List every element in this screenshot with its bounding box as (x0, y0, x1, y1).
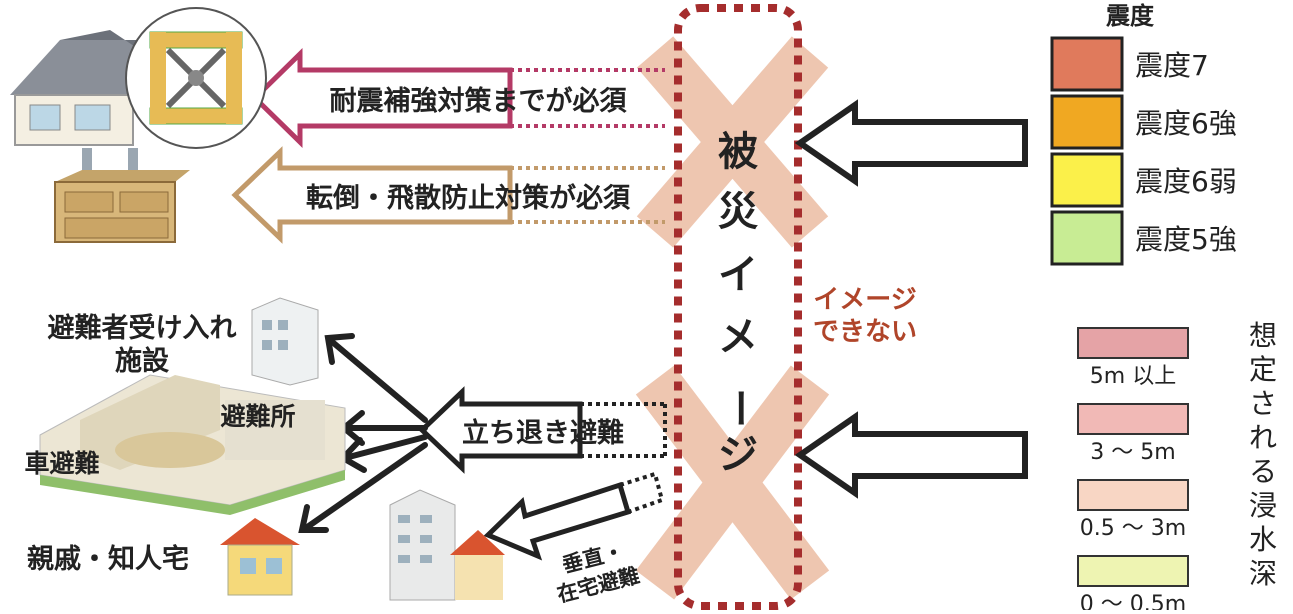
facility-label-line1: 避難者受け入れ (48, 312, 237, 344)
flood-label-3: 0 ～ 0.5m (1080, 592, 1186, 610)
cannot-imagine-line1: イメージ (813, 285, 916, 315)
flood-title-char-1: 定 (1249, 353, 1277, 386)
flood-title-char-7: 深 (1249, 557, 1277, 590)
facility-building-illustration (251, 297, 319, 386)
shelter-label: 避難所 (220, 402, 295, 431)
intensity-label-2: 震度6弱 (1135, 165, 1237, 198)
flood-title-char-6: 水 (1249, 523, 1277, 556)
lower-cross-mark (635, 365, 830, 600)
flood-title-char-4: る (1249, 455, 1277, 488)
evacuation-label: 立ち退き避難 (462, 417, 624, 449)
school-shelter-illustration (39, 374, 346, 515)
intensity-label-3: 震度5強 (1135, 223, 1237, 256)
intensity-swatch-3 (1050, 210, 1124, 266)
evacuation-arrow (418, 386, 667, 474)
flood-label-1: 3 ～ 5m (1090, 440, 1175, 465)
seismic-measure-label: 耐震補強対策までが必須 (330, 85, 628, 117)
facility-label-line2: 施設 (115, 345, 170, 377)
relatives-house-label: 親戚・知人宅 (27, 543, 189, 575)
flood-title-char-0: 想 (1249, 319, 1277, 352)
intensity-swatch-1 (1050, 94, 1124, 150)
cabinet-illustration (54, 148, 190, 243)
flood-label-2: 0.5 ～ 3m (1080, 516, 1186, 541)
flood-swatch-0 (1077, 327, 1189, 359)
damage-image-frame (674, 4, 802, 610)
apartment-illustration (389, 489, 505, 601)
house-illustration (10, 30, 150, 146)
flood-title-char-5: 浸 (1249, 489, 1277, 522)
flood-title-char-3: れ (1249, 421, 1277, 454)
intensity-legend-title: 震度 (1106, 2, 1155, 30)
flood-title-char-2: さ (1249, 387, 1277, 420)
flood-label-0: 5m 以上 (1090, 364, 1176, 389)
vertical-evacuation-arrow (483, 471, 665, 561)
flood-big-arrow (794, 411, 1028, 499)
damage-char-2: 災 (718, 189, 758, 235)
flood-swatch-3 (1077, 555, 1189, 587)
intensity-label-1: 震度6強 (1135, 107, 1237, 140)
damage-char-1: 被 (718, 129, 758, 175)
damage-char-5: ー (716, 388, 762, 428)
furniture-arrow (231, 146, 665, 244)
cannot-imagine-line2: できない (813, 317, 917, 347)
intensity-big-arrow (794, 99, 1028, 187)
damage-image-text: 被 災 イ メ ー ジ (716, 129, 762, 478)
flood-depth-legend: 5m 以上 3 ～ 5m 0.5 ～ 3m 0 ～ 0.5m (1077, 327, 1189, 614)
relatives-house-illustration (220, 518, 300, 596)
brace-closeup-icon (125, 7, 267, 149)
intensity-swatch-2 (1050, 152, 1124, 208)
intensity-swatch-0 (1050, 36, 1124, 92)
flood-swatch-1 (1077, 403, 1189, 435)
intensity-label-0: 震度7 (1135, 49, 1209, 82)
damage-char-4: メ (718, 314, 758, 360)
damage-char-3: イ (718, 252, 758, 298)
flood-swatch-2 (1077, 479, 1189, 511)
car-evacuation-label: 車避難 (24, 449, 99, 478)
seismic-arrow (251, 48, 665, 148)
furniture-measure-label: 転倒・飛散防止対策が必須 (306, 182, 631, 214)
damage-char-6: ジ (718, 432, 758, 478)
